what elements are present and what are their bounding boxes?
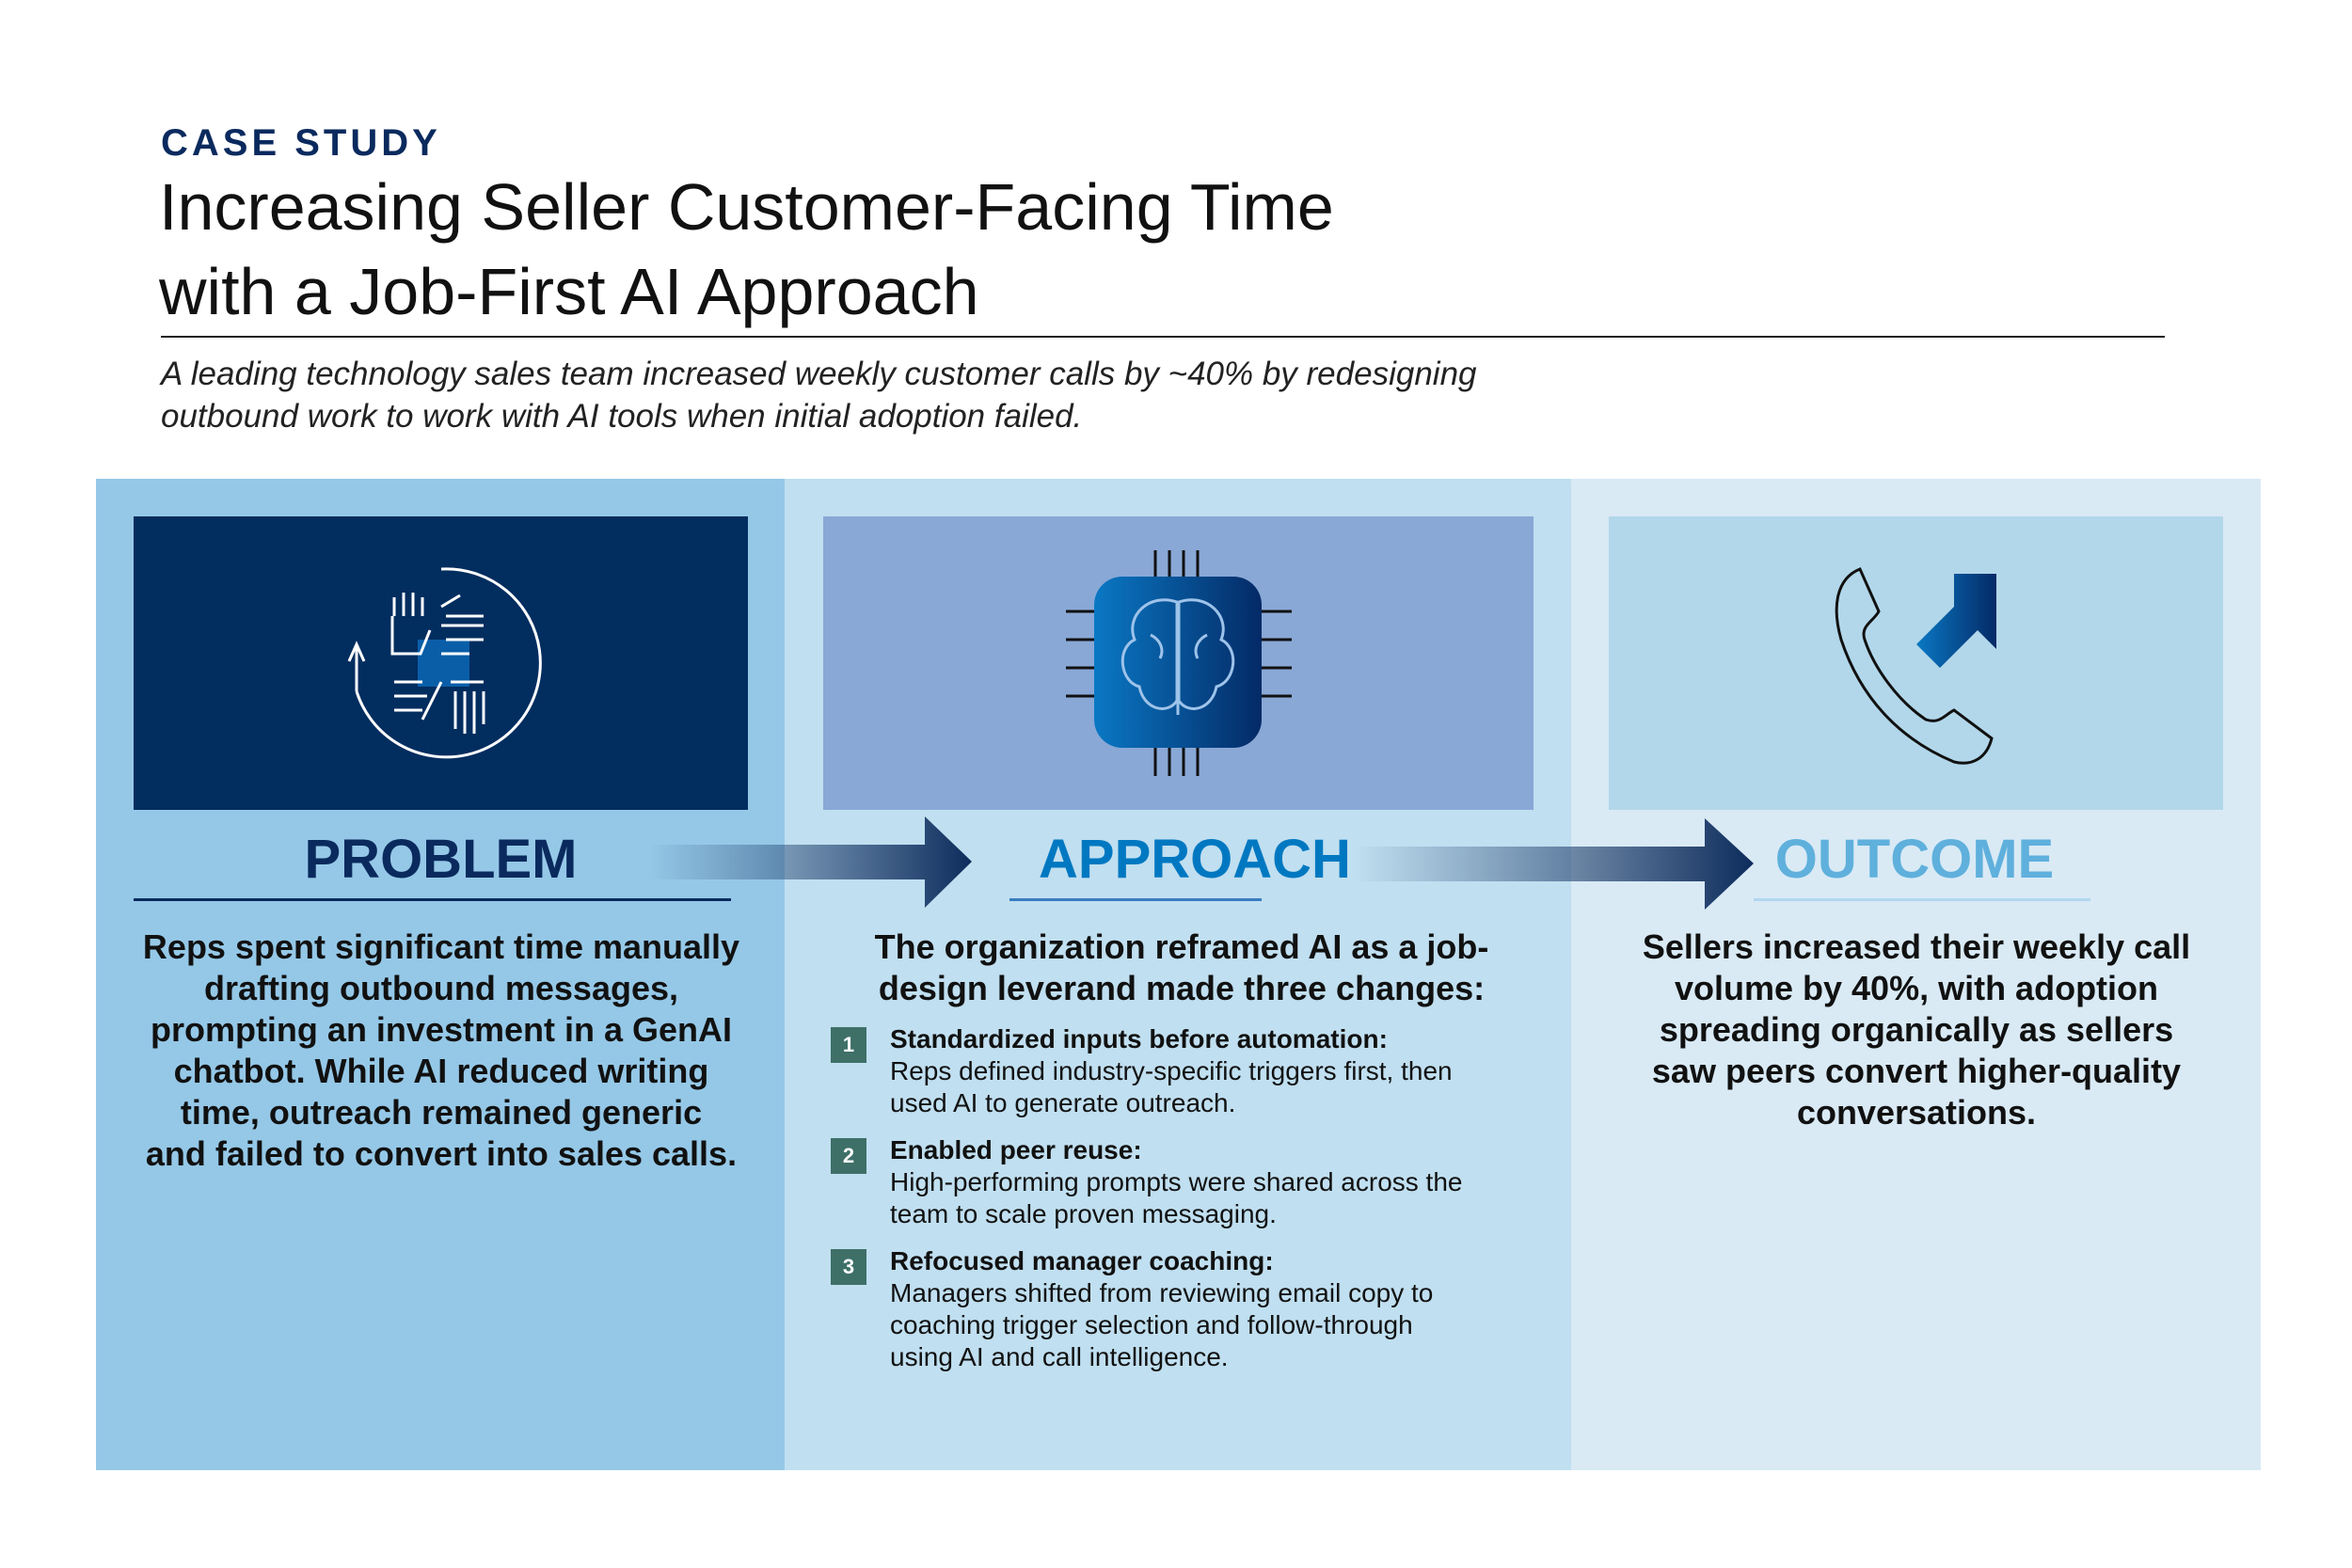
item-line: using AI and call intelligence.: [890, 1342, 1229, 1371]
text-line: Reps spent significant time manually: [142, 927, 740, 966]
problem-underline: [134, 898, 731, 901]
arrow-approach-to-outcome: [1355, 818, 1754, 910]
phone-arrow-icon: [1835, 567, 1996, 765]
subtitle-line: A leading technology sales team increase…: [161, 356, 1477, 392]
arrow-problem-to-approach: [647, 816, 972, 908]
approach-item-1: 1 Standardized inputs before automation: R…: [831, 1023, 1546, 1119]
title-line: Increasing Seller Customer-Facing Time: [159, 170, 1334, 244]
text-line: Sellers increased their weekly call: [1642, 927, 2191, 966]
text-line: prompting an investment in a GenAI: [150, 1010, 733, 1049]
approach-heading: APPROACH: [1039, 829, 1351, 890]
page-title: Increasing Seller Customer-Facing Time wi…: [159, 165, 1758, 334]
item-line: coaching trigger selection and follow-th…: [890, 1310, 1413, 1339]
approach-item-3: 3 Refocused manager coaching: Managers shi…: [831, 1245, 1546, 1373]
item-title: Enabled peer reuse:: [890, 1135, 1142, 1164]
text-line: The organization reframed AI as a job-: [874, 927, 1489, 966]
text-line: drafting outbound messages,: [203, 969, 679, 1007]
outcome-icon-box: [1609, 516, 2223, 810]
item-title: Refocused manager coaching:: [890, 1246, 1274, 1275]
outcome-heading: OUTCOME: [1774, 829, 2055, 890]
hands-cycle-icon: [347, 567, 542, 759]
title-divider: [161, 336, 2165, 338]
title-line: with a Job-First AI Approach: [159, 255, 979, 328]
brain-chip-icon: [1065, 550, 1292, 776]
approach-underline: [1009, 898, 1262, 901]
item-line: Reps defined industry-specific triggers …: [890, 1056, 1453, 1085]
item-line: used AI to generate outreach.: [890, 1088, 1236, 1117]
text-line: saw peers convert higher-quality: [1651, 1052, 2182, 1090]
number-badge: 1: [831, 1027, 866, 1063]
problem-icon-box: [134, 516, 748, 810]
subtitle-line: outbound work to work with AI tools when…: [161, 398, 1083, 435]
kicker-label: CASE STUDY: [161, 122, 441, 164]
item-line: High-performing prompts were shared acro…: [890, 1167, 1463, 1196]
item-title: Standardized inputs before automation:: [890, 1024, 1388, 1053]
text-line: chatbot. While AI reduced writing: [173, 1052, 709, 1090]
problem-heading: PROBLEM: [304, 829, 578, 890]
text-line: spreading organically as sellers: [1659, 1010, 2174, 1049]
item-line: team to scale proven messaging.: [890, 1199, 1277, 1228]
text-line: volume by 40%, with adoption: [1674, 969, 2159, 1007]
text-line: conversations.: [1796, 1093, 2037, 1132]
approach-intro: The organization reframed AI as a job-de…: [824, 927, 1539, 1009]
subtitle: A leading technology sales team increase…: [161, 353, 1666, 437]
text-line: and failed to convert into sales calls.: [145, 1134, 738, 1173]
outcome-underline: [1754, 898, 2090, 901]
text-line: time, outreach remained generic: [180, 1093, 703, 1132]
text-line: design leverand made three changes:: [878, 969, 1486, 1007]
item-line: Managers shifted from reviewing email co…: [890, 1278, 1434, 1307]
number-badge: 2: [831, 1138, 866, 1174]
approach-icon-box: [823, 516, 1534, 810]
number-badge: 3: [831, 1249, 866, 1285]
approach-item-2: 2 Enabled peer reuse: High-performing prom…: [831, 1134, 1546, 1230]
